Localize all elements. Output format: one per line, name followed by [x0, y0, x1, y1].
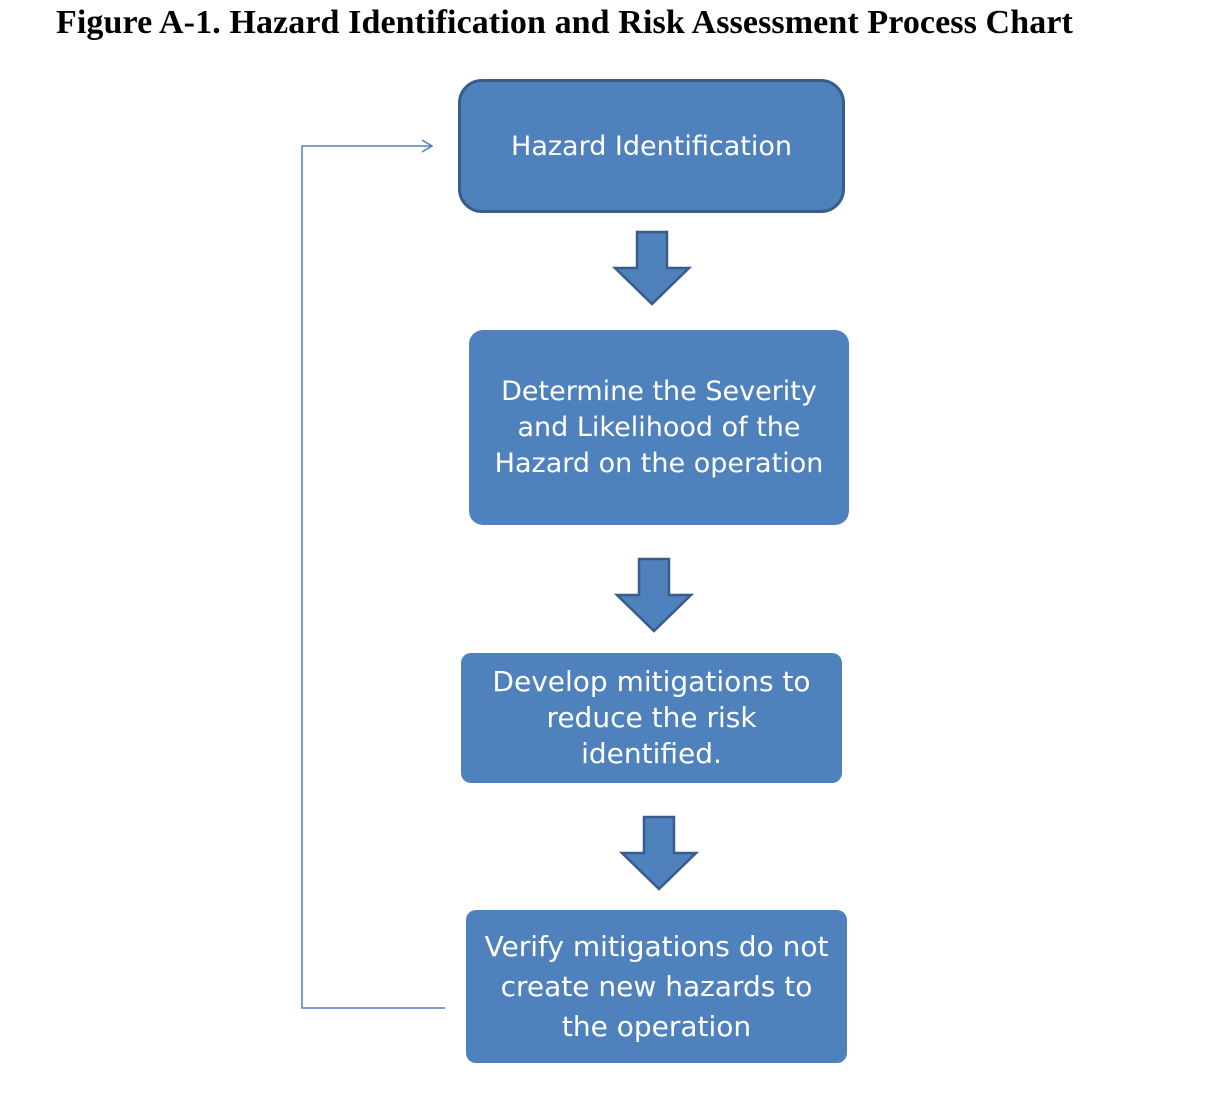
step-label: Determine the Severity and Likelihood of… — [494, 375, 824, 479]
step-hazard-identification: Hazard Identification — [458, 79, 845, 213]
step-label: Verify mitigations do not create new haz… — [484, 929, 829, 1043]
figure-title: Figure A-1. Hazard Identification and Ri… — [56, 4, 1073, 41]
down-arrow-icon — [614, 557, 694, 633]
step-label: Develop mitigations to reduce the risk i… — [492, 665, 811, 770]
step-verify-mitigations: Verify mitigations do not create new haz… — [466, 910, 847, 1063]
down-arrow-icon — [612, 230, 692, 306]
right-arrow-icon — [421, 139, 434, 153]
down-arrow-icon — [619, 815, 699, 891]
step-label: Hazard Identification — [511, 130, 792, 162]
step-develop-mitigations: Develop mitigations to reduce the risk i… — [461, 653, 842, 783]
step-determine-severity: Determine the Severity and Likelihood of… — [469, 330, 849, 525]
